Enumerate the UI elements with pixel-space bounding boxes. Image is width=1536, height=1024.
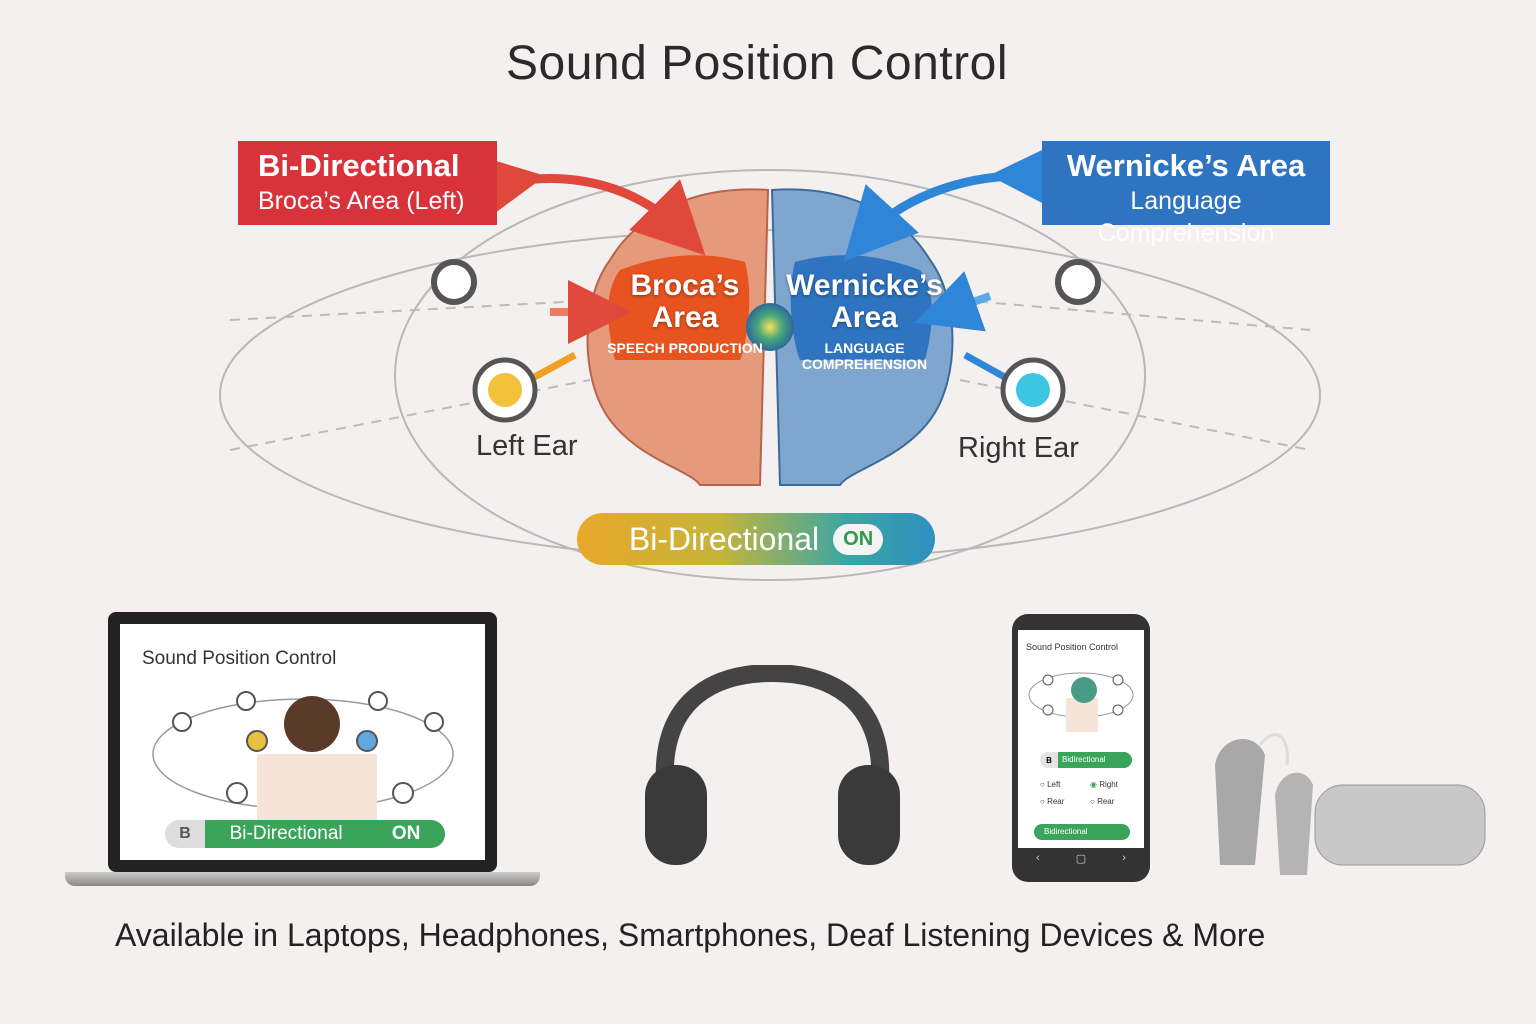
broca-name: Broca’s	[630, 269, 740, 302]
laptop-b-label: B	[179, 825, 191, 842]
broca-area-label: Broca’s Area SPEECH PRODUCTION	[600, 269, 770, 357]
outer-orbit	[219, 229, 1321, 561]
smartphone: Sound Position Control B Bidirectional ○…	[1012, 614, 1150, 882]
orbit-node-left[interactable]	[431, 259, 477, 305]
laptop-screen: Sound Position Control B Bi-Directional …	[120, 624, 485, 860]
wernicke-name: Wernicke’s	[786, 269, 943, 302]
hearing-aids	[1215, 733, 1486, 875]
phone-option-rear-2[interactable]: ○ Rear	[1090, 797, 1115, 806]
phone-option-left[interactable]: ○ Left	[1040, 780, 1061, 789]
home-icon[interactable]: ▢	[1075, 853, 1087, 865]
broca-name2: Area	[651, 301, 719, 334]
laptop-screen-title: Sound Position Control	[142, 648, 337, 669]
red-bidirectional-arrow	[468, 152, 706, 256]
right-box-sub: Language Comprehension	[1097, 187, 1275, 247]
left-ear-label: Left Ear	[476, 430, 578, 462]
phone-toggle-label: Bidirectional	[1044, 827, 1088, 836]
center-orb	[746, 303, 794, 351]
phone-options: ○ Left ◉ Right ○ Rear ○ Rear	[1040, 780, 1140, 806]
phone-nav-bar: ‹ ▢ ›	[1018, 852, 1144, 865]
page-title: Sound Position Control	[506, 37, 1008, 90]
phone-option-right[interactable]: ◉ Right	[1090, 780, 1118, 789]
laptop-toggle-label: Bi-Directional	[229, 823, 343, 844]
back-icon[interactable]: ‹	[1036, 852, 1040, 864]
phone-b-label: B	[1046, 755, 1052, 765]
toggle-label: Bi-Directional	[628, 520, 820, 557]
wernicke-desc: LANGUAGE COMPREHENSION	[801, 340, 928, 372]
brain-diagram	[219, 140, 1321, 581]
wernicke-name2: Area	[831, 301, 898, 334]
phone-option-rear-1[interactable]: ○ Rear	[1040, 797, 1065, 806]
phone-screen-title: Sound Position Control	[1026, 642, 1119, 652]
laptop-base	[65, 872, 540, 886]
wernicke-area-label: Wernicke’s Area LANGUAGE COMPREHENSION	[782, 269, 947, 373]
phone-orbit-graphic	[1028, 672, 1134, 732]
orbit-node-right[interactable]	[1055, 259, 1101, 305]
bidirectional-toggle[interactable]: Bi-Directional ON	[577, 513, 935, 565]
broca-desc: SPEECH PRODUCTION	[607, 340, 763, 356]
inner-orbit	[394, 169, 1146, 581]
right-box-heading: Wernicke’s Area	[1066, 148, 1306, 183]
toggle-state: ON	[833, 523, 884, 555]
laptop-bidirectional-toggle[interactable]: B Bi-Directional ON	[165, 820, 445, 848]
wernicke-label-box: Wernicke’s Area Language Comprehension	[1042, 141, 1330, 247]
blue-bidirectional-arrow	[843, 140, 1062, 262]
left-box-heading: Bi-Directional	[258, 148, 460, 183]
phone-screen: Sound Position Control B Bidirectional ○…	[1018, 630, 1144, 848]
phone-bidirectional-toggle[interactable]: Bidirectional	[1034, 824, 1130, 840]
phone-mode-toggle[interactable]: B Bidirectional	[1040, 752, 1132, 768]
broca-label-box: Bi-Directional Broca’s Area (Left)	[238, 141, 497, 225]
laptop: Sound Position Control B Bi-Directional …	[108, 612, 497, 872]
right-ear-label: Right Ear	[958, 432, 1079, 464]
headphones	[645, 665, 900, 865]
phone-mode-label: Bidirectional	[1058, 752, 1132, 768]
caption: Available in Laptops, Headphones, Smartp…	[115, 917, 1266, 953]
laptop-toggle-state: ON	[391, 823, 421, 844]
left-box-sub: Broca’s Area (Left)	[258, 187, 465, 215]
forward-icon[interactable]: ›	[1122, 852, 1126, 864]
